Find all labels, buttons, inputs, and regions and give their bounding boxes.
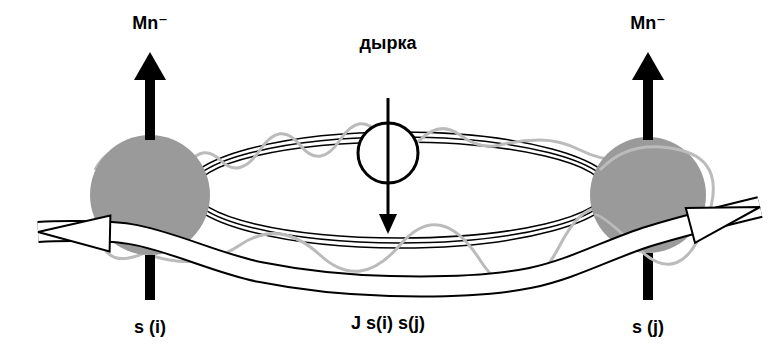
- spin-arrow: [643, 74, 653, 140]
- hole-spin-line: [387, 123, 390, 183]
- hole: [358, 98, 418, 234]
- hole-circle: [358, 123, 418, 183]
- hole-spin-line: [387, 98, 390, 215]
- hole-spin-head: [379, 214, 397, 234]
- arrow-band: [38, 207, 760, 286]
- spin-arrow-head: [134, 52, 166, 80]
- node-label: Mn⁻: [132, 12, 168, 34]
- spin-arrow-tail: [145, 255, 155, 300]
- ion-node: Mn⁻ s (i): [38, 8, 262, 342]
- exchange-arrow: [38, 207, 760, 286]
- spin-arrow: [145, 74, 155, 140]
- hole-node: дырка: [330, 28, 446, 60]
- ion-node: Mn⁻ s (j): [536, 8, 760, 342]
- spin-arrow-head: [632, 52, 664, 80]
- node-label: дырка: [360, 32, 417, 54]
- exchange-label: J s(i) s(j): [347, 312, 429, 334]
- node-label: Mn⁻: [630, 12, 666, 34]
- arrow-head: [38, 216, 110, 252]
- node-label: s (i): [134, 316, 166, 338]
- arrow-band-outline: [38, 207, 760, 286]
- node-label: s (j): [632, 316, 664, 338]
- arrow-head: [686, 207, 760, 243]
